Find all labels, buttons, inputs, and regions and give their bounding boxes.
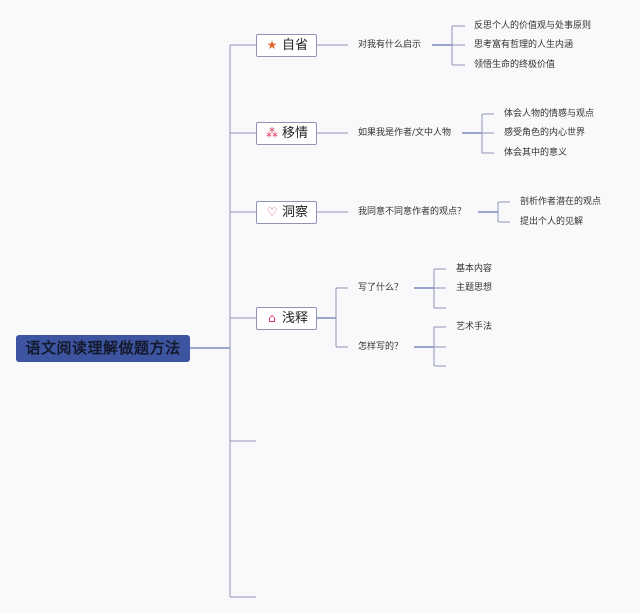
- leaf-node[interactable]: 感受角色的内心世界: [504, 128, 586, 138]
- star-icon: ★: [266, 38, 278, 52]
- leaf-node[interactable]: 剖析作者潜在的观点: [520, 197, 602, 207]
- question-node[interactable]: 如果我是作者/文中人物: [358, 128, 452, 138]
- leaf-node[interactable]: 主题思想: [456, 283, 493, 293]
- magic-wand-icon: ⁂: [265, 126, 278, 140]
- leaf-node[interactable]: 提出个人的见解: [520, 217, 584, 227]
- leaf-node[interactable]: 领悟生命的终极价值: [474, 60, 556, 70]
- branch-node-self-reflection[interactable]: ★自省: [256, 34, 317, 57]
- question-node[interactable]: 怎样写的？: [358, 342, 404, 352]
- heart-icon: ♡: [266, 205, 278, 219]
- branch-label: 自省: [281, 38, 308, 53]
- leaf-node[interactable]: 艺术手法: [456, 322, 493, 332]
- leaf-node[interactable]: 思考富有哲理的人生内涵: [474, 40, 574, 50]
- branch-node-interpretation[interactable]: ⌂ 浅释: [256, 307, 317, 330]
- branch-label: 洞察: [281, 205, 308, 220]
- branch-node-empathy[interactable]: ⁂移情: [256, 122, 317, 145]
- leaf-node[interactable]: 体会人物的情感与观点: [504, 109, 595, 119]
- question-node[interactable]: 我同意不同意作者的观点？: [358, 207, 467, 217]
- question-node[interactable]: 对我有什么启示: [358, 40, 422, 50]
- branch-node-insight[interactable]: ♡洞察: [256, 201, 317, 224]
- root-node[interactable]: 语文阅读理解做题方法: [16, 335, 190, 362]
- leaf-node[interactable]: 基本内容: [456, 264, 493, 274]
- branch-label: 浅释: [281, 311, 308, 326]
- home-icon: ⌂: [268, 311, 276, 325]
- leaf-node[interactable]: 反思个人的价值观与处事原则: [474, 21, 592, 31]
- branch-label: 移情: [281, 126, 308, 141]
- leaf-node[interactable]: 体会其中的意义: [504, 148, 568, 158]
- question-node[interactable]: 写了什么？: [358, 283, 404, 293]
